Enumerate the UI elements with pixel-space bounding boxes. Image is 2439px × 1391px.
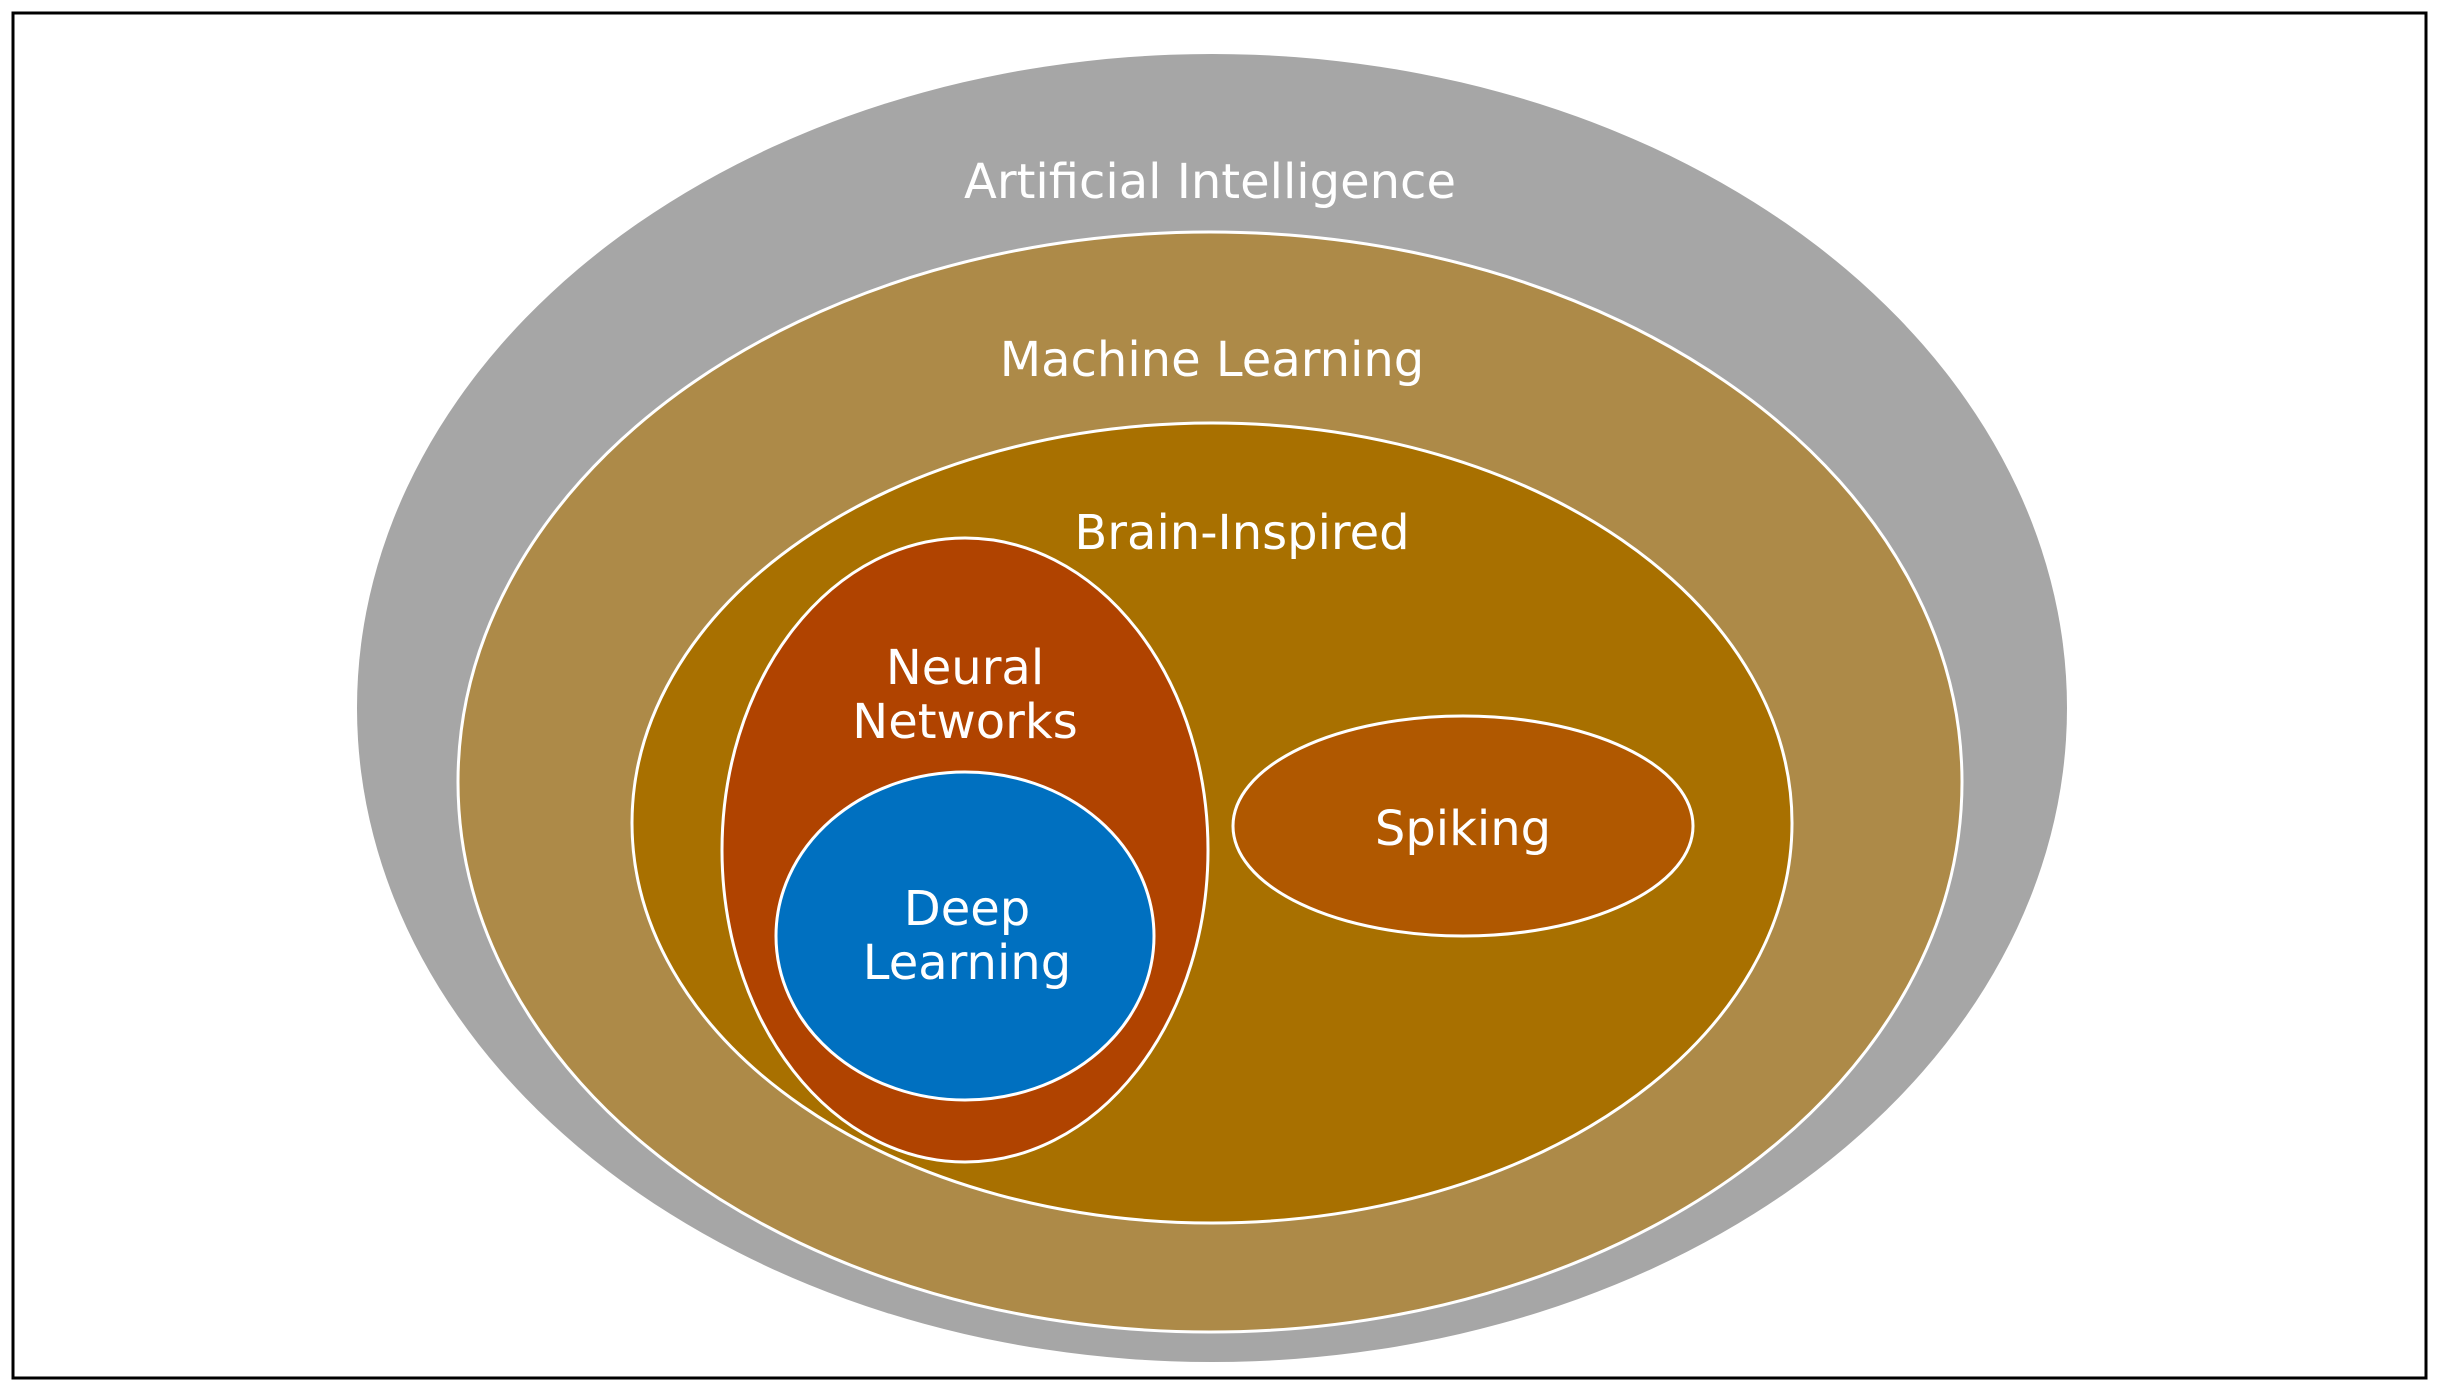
ai-label: Artificial Intelligence [964,154,1456,210]
ml-label: Machine Learning [1000,332,1425,388]
spiking-label: Spiking [1375,801,1551,857]
deep-learning-label-line2: Learning [863,935,1071,991]
brain-inspired-label: Brain-Inspired [1074,505,1409,561]
deep-learning-label-line1: Deep [904,881,1031,937]
deep-learning-ellipse [774,770,1156,1102]
spiking-ellipse [1231,714,1695,938]
neural-networks-label-line2: Networks [852,694,1077,750]
neural-networks-label-line1: Neural [886,640,1044,696]
